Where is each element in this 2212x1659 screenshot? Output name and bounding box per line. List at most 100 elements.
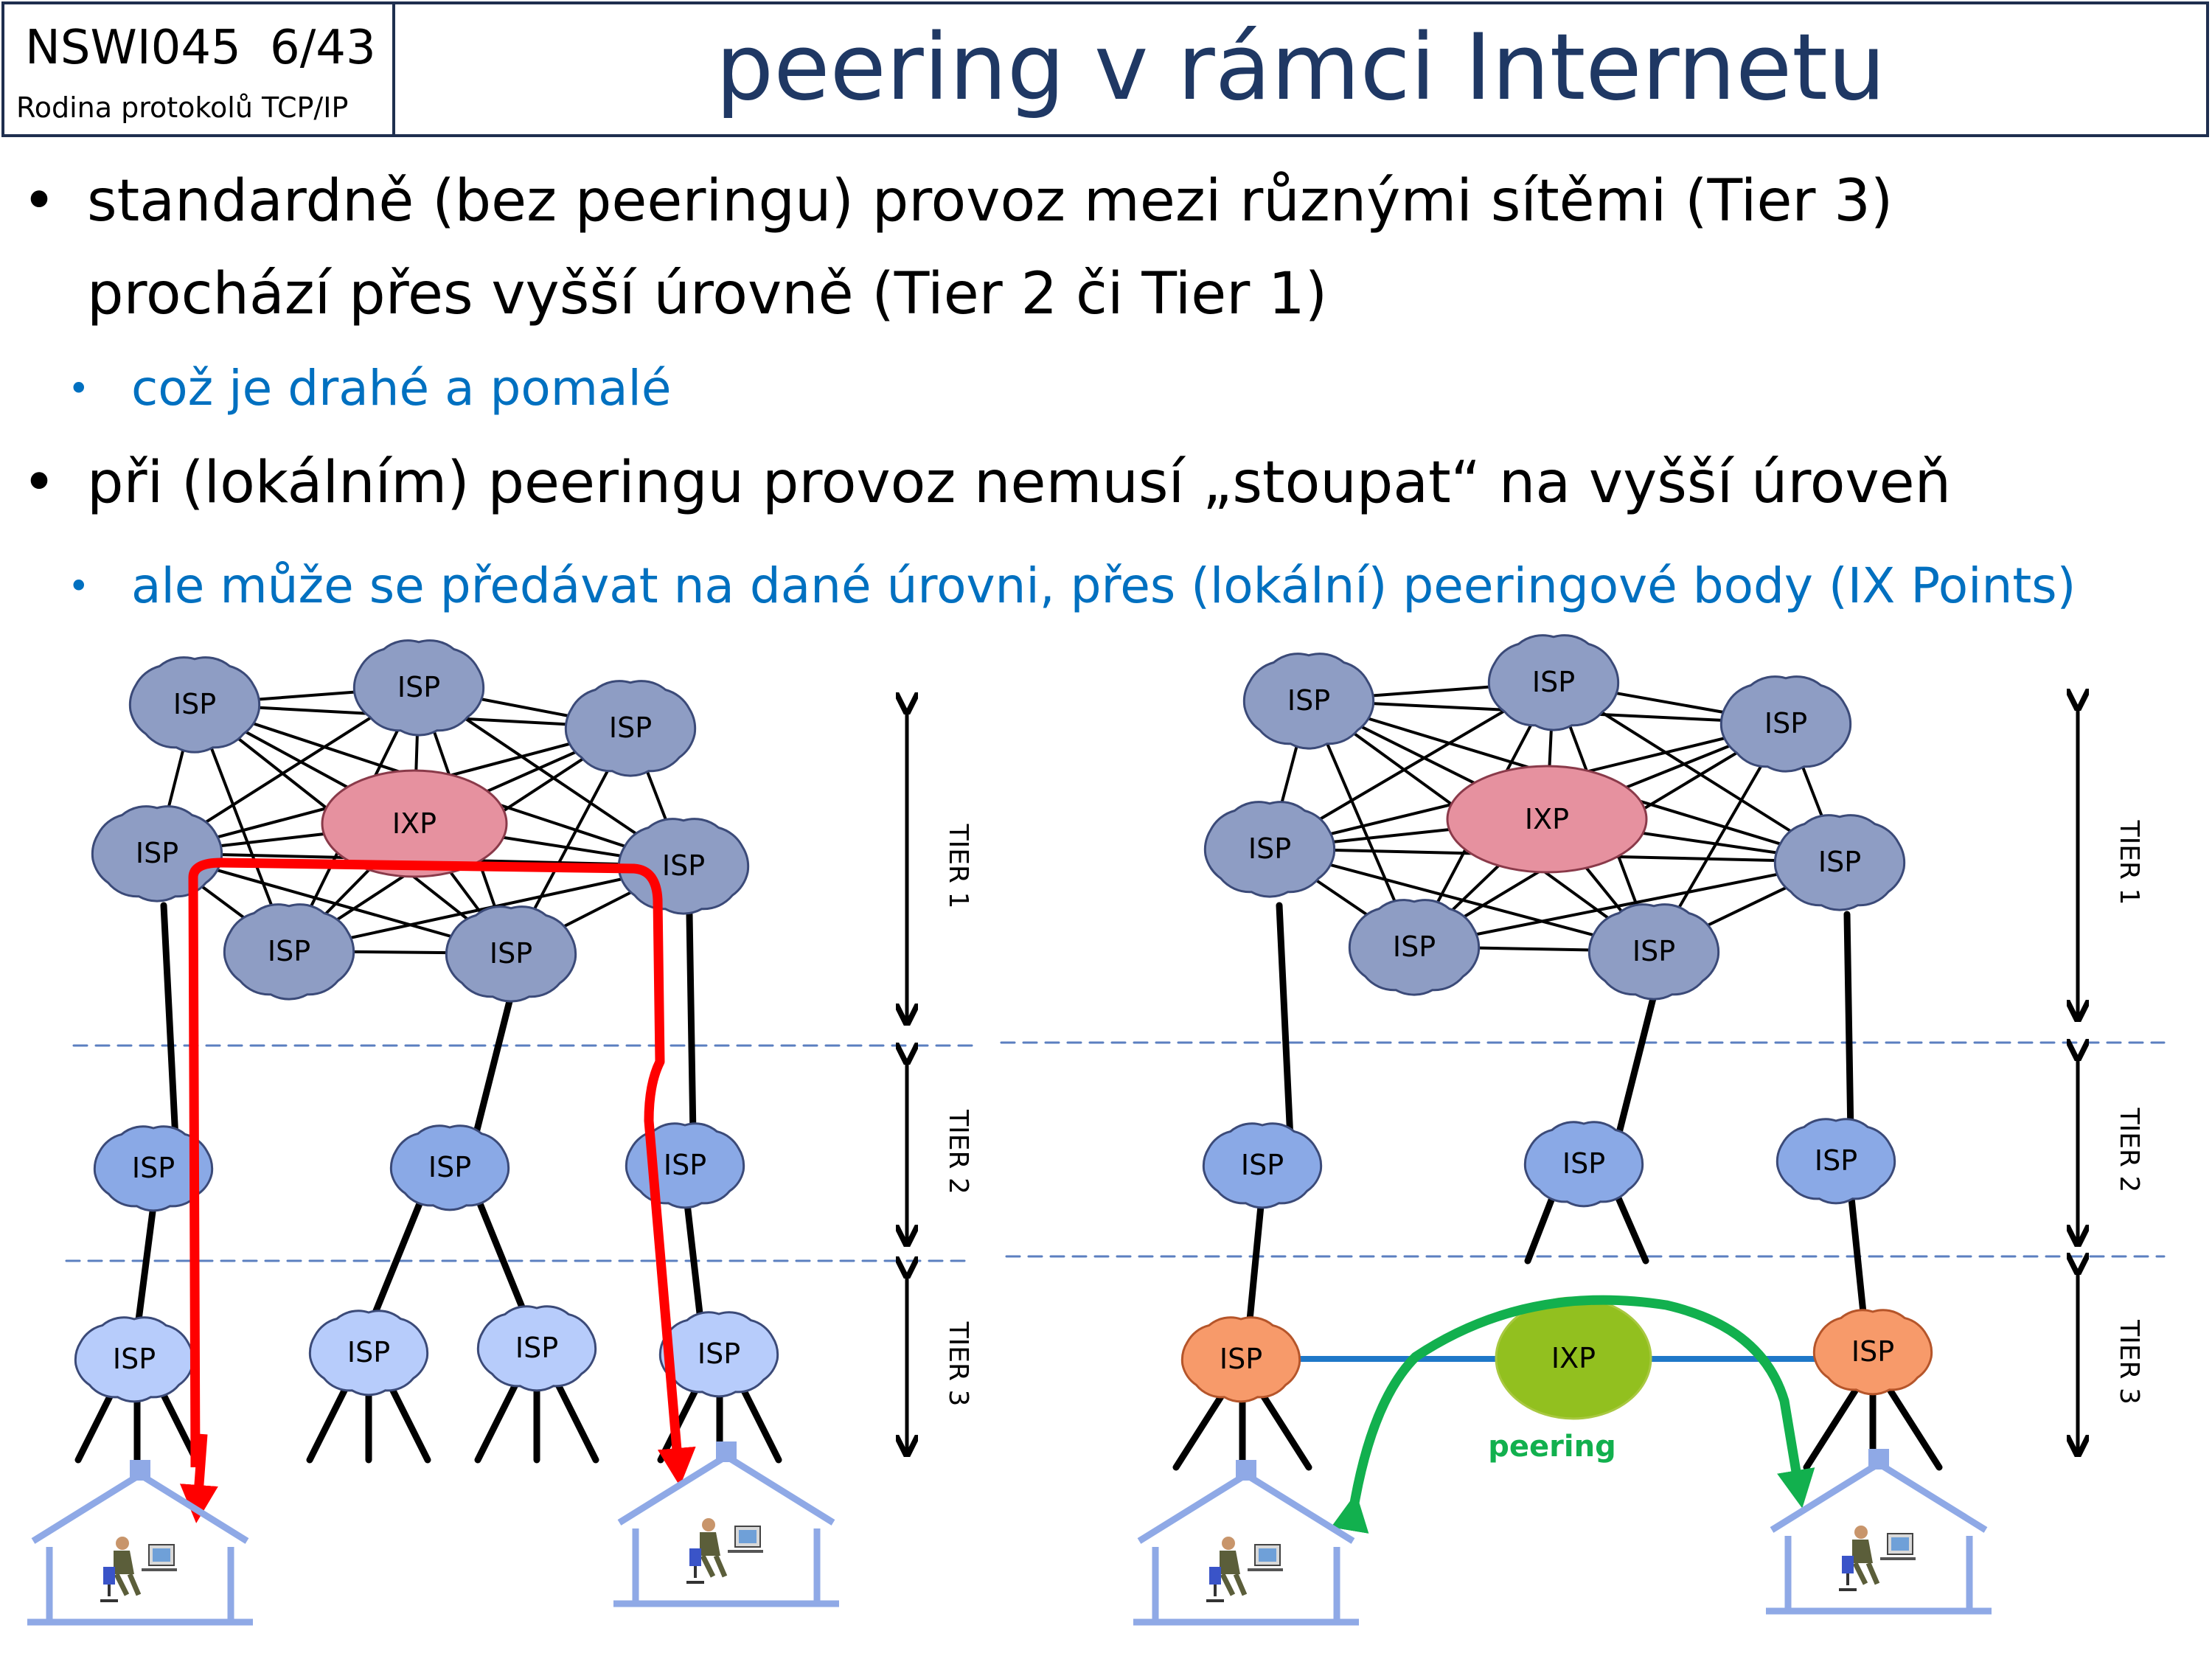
isp-cloud-icon: ISP bbox=[1202, 1122, 1323, 1209]
user-head bbox=[1854, 1526, 1868, 1539]
isp-label: ISP bbox=[1532, 666, 1575, 698]
ixp-ellipse-tier1-left bbox=[321, 769, 508, 878]
downlink bbox=[1847, 1187, 1868, 1324]
user-at-computer-icon bbox=[686, 1518, 763, 1584]
isp-cloud-icon: ISP bbox=[476, 1305, 597, 1392]
uplink bbox=[1843, 911, 1854, 1139]
chair bbox=[103, 1567, 115, 1585]
monitor-screen bbox=[739, 1530, 757, 1543]
cloud-shape bbox=[617, 818, 750, 915]
house-walls bbox=[27, 1547, 253, 1626]
isp-label: ISP bbox=[1393, 931, 1436, 963]
access-link bbox=[1172, 1382, 1231, 1471]
cloud-shape bbox=[445, 905, 577, 1003]
house-roof bbox=[617, 1452, 835, 1526]
access-link bbox=[1884, 1382, 1943, 1471]
course-code: NSWI045 bbox=[25, 21, 241, 75]
cloud-shape bbox=[389, 1124, 510, 1211]
house-icon bbox=[613, 1441, 839, 1607]
isp-label: ISP bbox=[1248, 832, 1291, 865]
user-body bbox=[114, 1551, 134, 1574]
access-link bbox=[1803, 1382, 1862, 1471]
house-chimney bbox=[130, 1460, 150, 1481]
isp-label: ISP bbox=[1764, 707, 1807, 740]
user-legs bbox=[1220, 1573, 1248, 1596]
house-roof bbox=[31, 1470, 249, 1544]
chair bbox=[689, 1548, 701, 1566]
isp-label: ISP bbox=[428, 1151, 471, 1183]
house-icon bbox=[27, 1460, 253, 1626]
cloud-shape bbox=[1773, 814, 1906, 911]
isp-cloud-icon: ISP bbox=[1203, 801, 1336, 898]
uplink bbox=[1615, 992, 1658, 1139]
cloud-shape bbox=[223, 903, 355, 1001]
bullet-dot-icon: • bbox=[68, 565, 90, 608]
isp-cloud-icon: ISP bbox=[223, 903, 355, 1001]
isp-label: ISP bbox=[136, 837, 178, 869]
user-body bbox=[1220, 1551, 1240, 1574]
cloud-shape bbox=[1587, 903, 1720, 1001]
isp-cloud-icon: ISP bbox=[1812, 1309, 1933, 1396]
isp-cloud-icon: ISP bbox=[1719, 675, 1852, 773]
isp-label: ISP bbox=[347, 1336, 390, 1368]
tier3-arrow-left-label: TIER 3 bbox=[943, 1321, 973, 1407]
slide-header: NSWI045 6/43 Rodina protokolů TCP/IP pee… bbox=[1, 1, 2209, 137]
traffic-path-with-peering bbox=[1331, 1295, 1815, 1534]
mesh-link bbox=[1413, 860, 1841, 948]
user-head bbox=[116, 1537, 129, 1550]
downlink bbox=[1246, 1187, 1266, 1324]
page-number: 6/43 bbox=[270, 21, 376, 75]
cloud-shape bbox=[74, 1316, 195, 1403]
user-body bbox=[700, 1532, 720, 1556]
isp-cloud-icon: ISP bbox=[1180, 1316, 1301, 1403]
isp-cloud-icon: ISP bbox=[93, 1125, 214, 1212]
isp-label: ISP bbox=[1851, 1335, 1894, 1368]
isp-label: ISP bbox=[1287, 684, 1330, 717]
user-at-computer-icon bbox=[1206, 1537, 1283, 1602]
downlink bbox=[135, 1191, 159, 1324]
house-icon bbox=[1133, 1460, 1359, 1626]
isp-cloud-icon: ISP bbox=[445, 905, 577, 1003]
isp-cloud-icon: ISP bbox=[352, 639, 485, 737]
ixp-label: IXP bbox=[1525, 803, 1569, 835]
monitor-screen bbox=[1259, 1548, 1276, 1562]
isp-cloud-icon: ISP bbox=[1242, 653, 1375, 750]
isp-cloud-icon: ISP bbox=[564, 680, 697, 777]
isp-cloud-icon: ISP bbox=[658, 1311, 779, 1398]
house-roof bbox=[1137, 1470, 1355, 1544]
house-chimney bbox=[716, 1441, 737, 1462]
downlink bbox=[682, 1187, 704, 1324]
isp-cloud-icon: ISP bbox=[1487, 634, 1620, 731]
tier2-arrow-left-label: TIER 2 bbox=[943, 1109, 973, 1194]
bullet-dot-icon: • bbox=[68, 367, 90, 410]
isp-cloud-icon: ISP bbox=[1587, 903, 1720, 1001]
chair-base bbox=[100, 1585, 118, 1602]
bullet-4-line-1: ale může se předávat na dané úrovni, pře… bbox=[131, 557, 2076, 614]
cloud-shape bbox=[1180, 1316, 1301, 1403]
isp-cloud-icon: ISP bbox=[91, 805, 223, 902]
isp-cloud-icon: ISP bbox=[617, 818, 750, 915]
isp-label: ISP bbox=[490, 937, 532, 970]
cloud-shape bbox=[1719, 675, 1852, 773]
isp-label: ISP bbox=[609, 712, 652, 744]
peering-label: peering bbox=[1488, 1430, 1615, 1464]
uplink bbox=[160, 902, 179, 1143]
cloud-shape bbox=[1203, 801, 1336, 898]
house-walls bbox=[1766, 1536, 1992, 1615]
cloud-shape bbox=[1242, 653, 1375, 750]
bullet-1-line-1: standardně (bez peeringu) provoz mezi rů… bbox=[87, 168, 1893, 234]
cloud-shape bbox=[1348, 899, 1481, 996]
isp-cloud-icon: ISP bbox=[308, 1310, 429, 1397]
user-legs bbox=[1852, 1562, 1880, 1585]
downlink bbox=[1615, 1194, 1649, 1265]
user-legs bbox=[700, 1554, 728, 1578]
isp-label: ISP bbox=[1815, 1144, 1857, 1177]
isp-label: ISP bbox=[1241, 1149, 1284, 1181]
cloud-shape bbox=[1202, 1122, 1323, 1209]
house-icon bbox=[1766, 1449, 1992, 1615]
isp-cloud-icon: ISP bbox=[1348, 899, 1481, 996]
isp-label: ISP bbox=[173, 688, 216, 720]
tier1-arrow-right-label: TIER 1 bbox=[2114, 820, 2144, 905]
isp-cloud-icon: ISP bbox=[74, 1316, 195, 1403]
